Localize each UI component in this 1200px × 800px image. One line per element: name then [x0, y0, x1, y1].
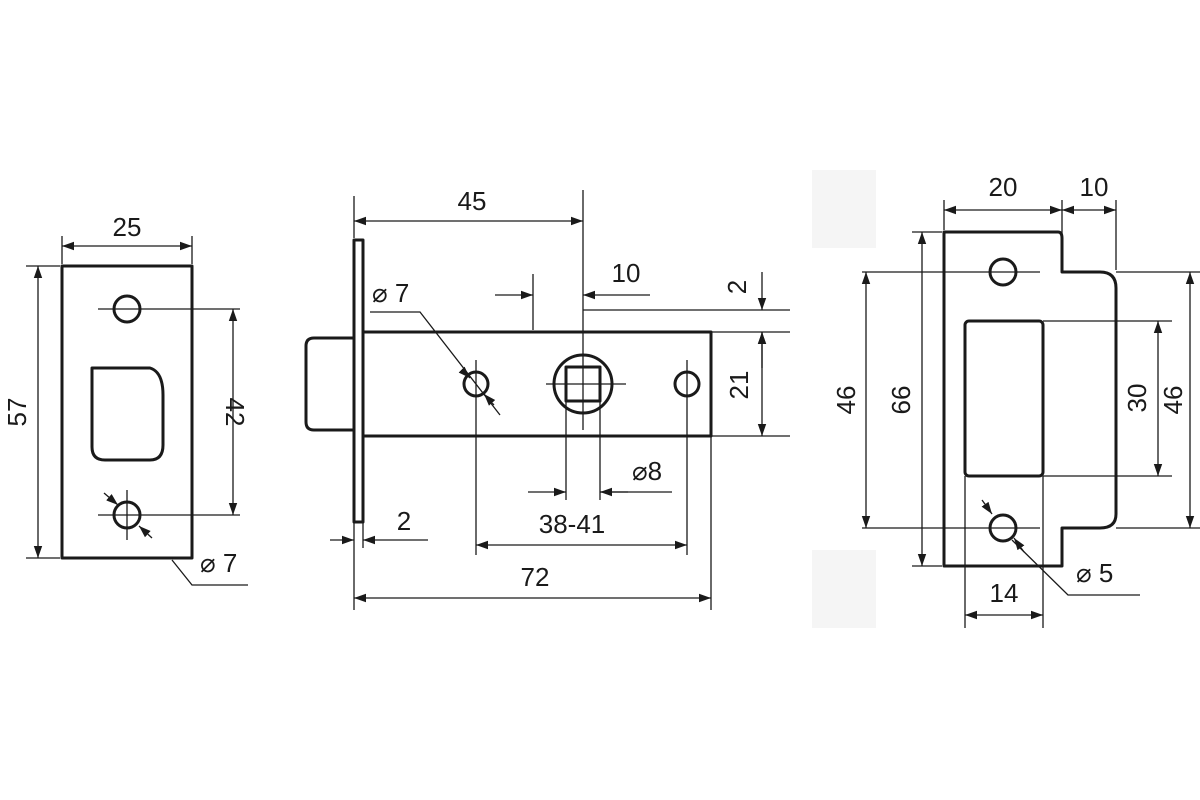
keeper-hole-diameter-label: ⌀ 5	[1076, 558, 1113, 588]
latch-spindle-diameter-label: ⌀8	[632, 456, 662, 486]
latch-total-length-label: 72	[521, 562, 550, 592]
strike-plate-view: 25 57 42 ⌀ 7	[2, 212, 250, 586]
strike-plate-width-label: 25	[113, 212, 142, 242]
latch-face-offset-label: 2	[722, 280, 752, 294]
latch-hole-diameter-label: ⌀ 7	[372, 278, 409, 308]
latch-faceplate-thickness-label: 2	[397, 506, 411, 536]
keeper-view: 20 10 66 46 30 46 ⌀ 5 14	[812, 170, 1200, 628]
strike-plate-hole-diameter-label: ⌀ 7	[200, 548, 237, 578]
keeper-opening-label: 30	[1122, 384, 1152, 413]
keeper-height-label: 66	[886, 386, 916, 415]
keeper-lip-label: 10	[1080, 172, 1109, 202]
keeper-outline	[942, 230, 1118, 568]
latch-body	[361, 330, 713, 438]
latch-side-view: 45 10 2 21 ⌀ 7 ⌀8 38-41 2	[304, 186, 790, 610]
keeper-lip-height-label: 46	[1158, 386, 1188, 415]
keeper-hole-spacing-label: 46	[831, 386, 861, 415]
keeper-width-label: 20	[989, 172, 1018, 202]
keeper-opening-offset-label: 14	[990, 578, 1019, 608]
strike-plate-outline	[60, 264, 194, 560]
latch-hole-spacing-label: 38-41	[539, 509, 606, 539]
keeper-latch-opening	[963, 319, 1045, 478]
strike-plate-hole-spacing-label: 42	[220, 398, 250, 427]
latch-spindle-offset-label: 10	[612, 258, 641, 288]
latch-backset-label: 45	[458, 186, 487, 216]
strike-plate-height-label: 57	[2, 398, 32, 427]
latch-body-height-label: 21	[724, 371, 754, 400]
latch-bolt	[304, 336, 354, 432]
strike-plate-latch-opening	[90, 366, 165, 462]
